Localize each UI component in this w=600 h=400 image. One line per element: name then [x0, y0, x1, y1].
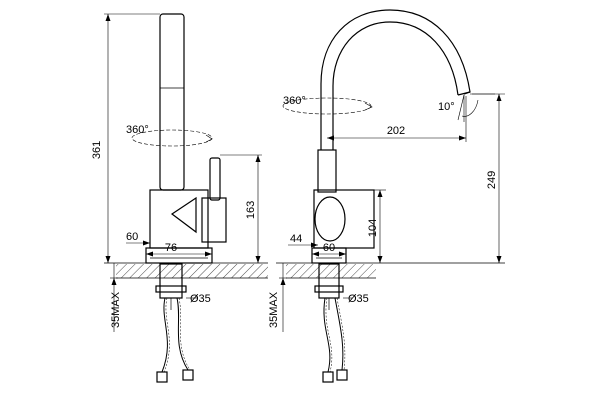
- left-base-plate: [145, 247, 213, 264]
- right-max-thickness-label: 35MAX: [268, 291, 280, 328]
- right-gooseneck-outer: [320, 9, 471, 150]
- right-hose-1: [323, 297, 331, 373]
- right-faucet-body: [317, 149, 337, 193]
- left-rotation-label: 360°: [126, 124, 149, 136]
- right-base-width-label: 60: [323, 242, 335, 254]
- right-faucet-housing: [313, 189, 375, 249]
- right-spout-height-label: 249: [486, 171, 498, 189]
- right-base-plate: [311, 247, 347, 264]
- right-rotation-label: 360°: [283, 95, 306, 107]
- left-spout-tube: [159, 13, 185, 191]
- left-body-cut: [170, 196, 197, 234]
- left-hose-1: [161, 297, 168, 373]
- right-hose-2: [334, 297, 344, 371]
- right-countertop-section: [286, 264, 376, 278]
- left-mount-diameter-label: Ø35: [190, 293, 211, 305]
- right-base-offset-label: 44: [290, 233, 302, 245]
- left-max-thickness-label: 35MAX: [110, 291, 122, 328]
- left-rotation-ellipse: [131, 129, 213, 147]
- left-countertop-section: [116, 264, 268, 278]
- left-hose-2: [176, 297, 189, 371]
- right-gooseneck-inner: [332, 21, 459, 150]
- right-handle-disc: [314, 196, 346, 242]
- left-view: 361 163 360° 60 76 Ø35 35MAX: [91, 13, 268, 383]
- right-body-height-label: 104: [367, 219, 379, 237]
- left-handle-height-label: 163: [245, 201, 257, 219]
- left-base-diameter-label: 60: [126, 231, 138, 243]
- left-handle-lever: [209, 157, 221, 201]
- right-view: 360° 10° 202 249: [268, 9, 505, 383]
- right-spout-angle-label: 10°: [438, 101, 455, 113]
- left-handle-cartridge: [201, 197, 227, 243]
- right-mount-diameter-label: Ø35: [348, 293, 369, 305]
- left-height-total-label: 361: [91, 141, 103, 159]
- right-spout-reach-label: 202: [387, 125, 405, 137]
- right-rotation-ellipse: [282, 97, 372, 115]
- left-body-width-label: 76: [165, 242, 177, 254]
